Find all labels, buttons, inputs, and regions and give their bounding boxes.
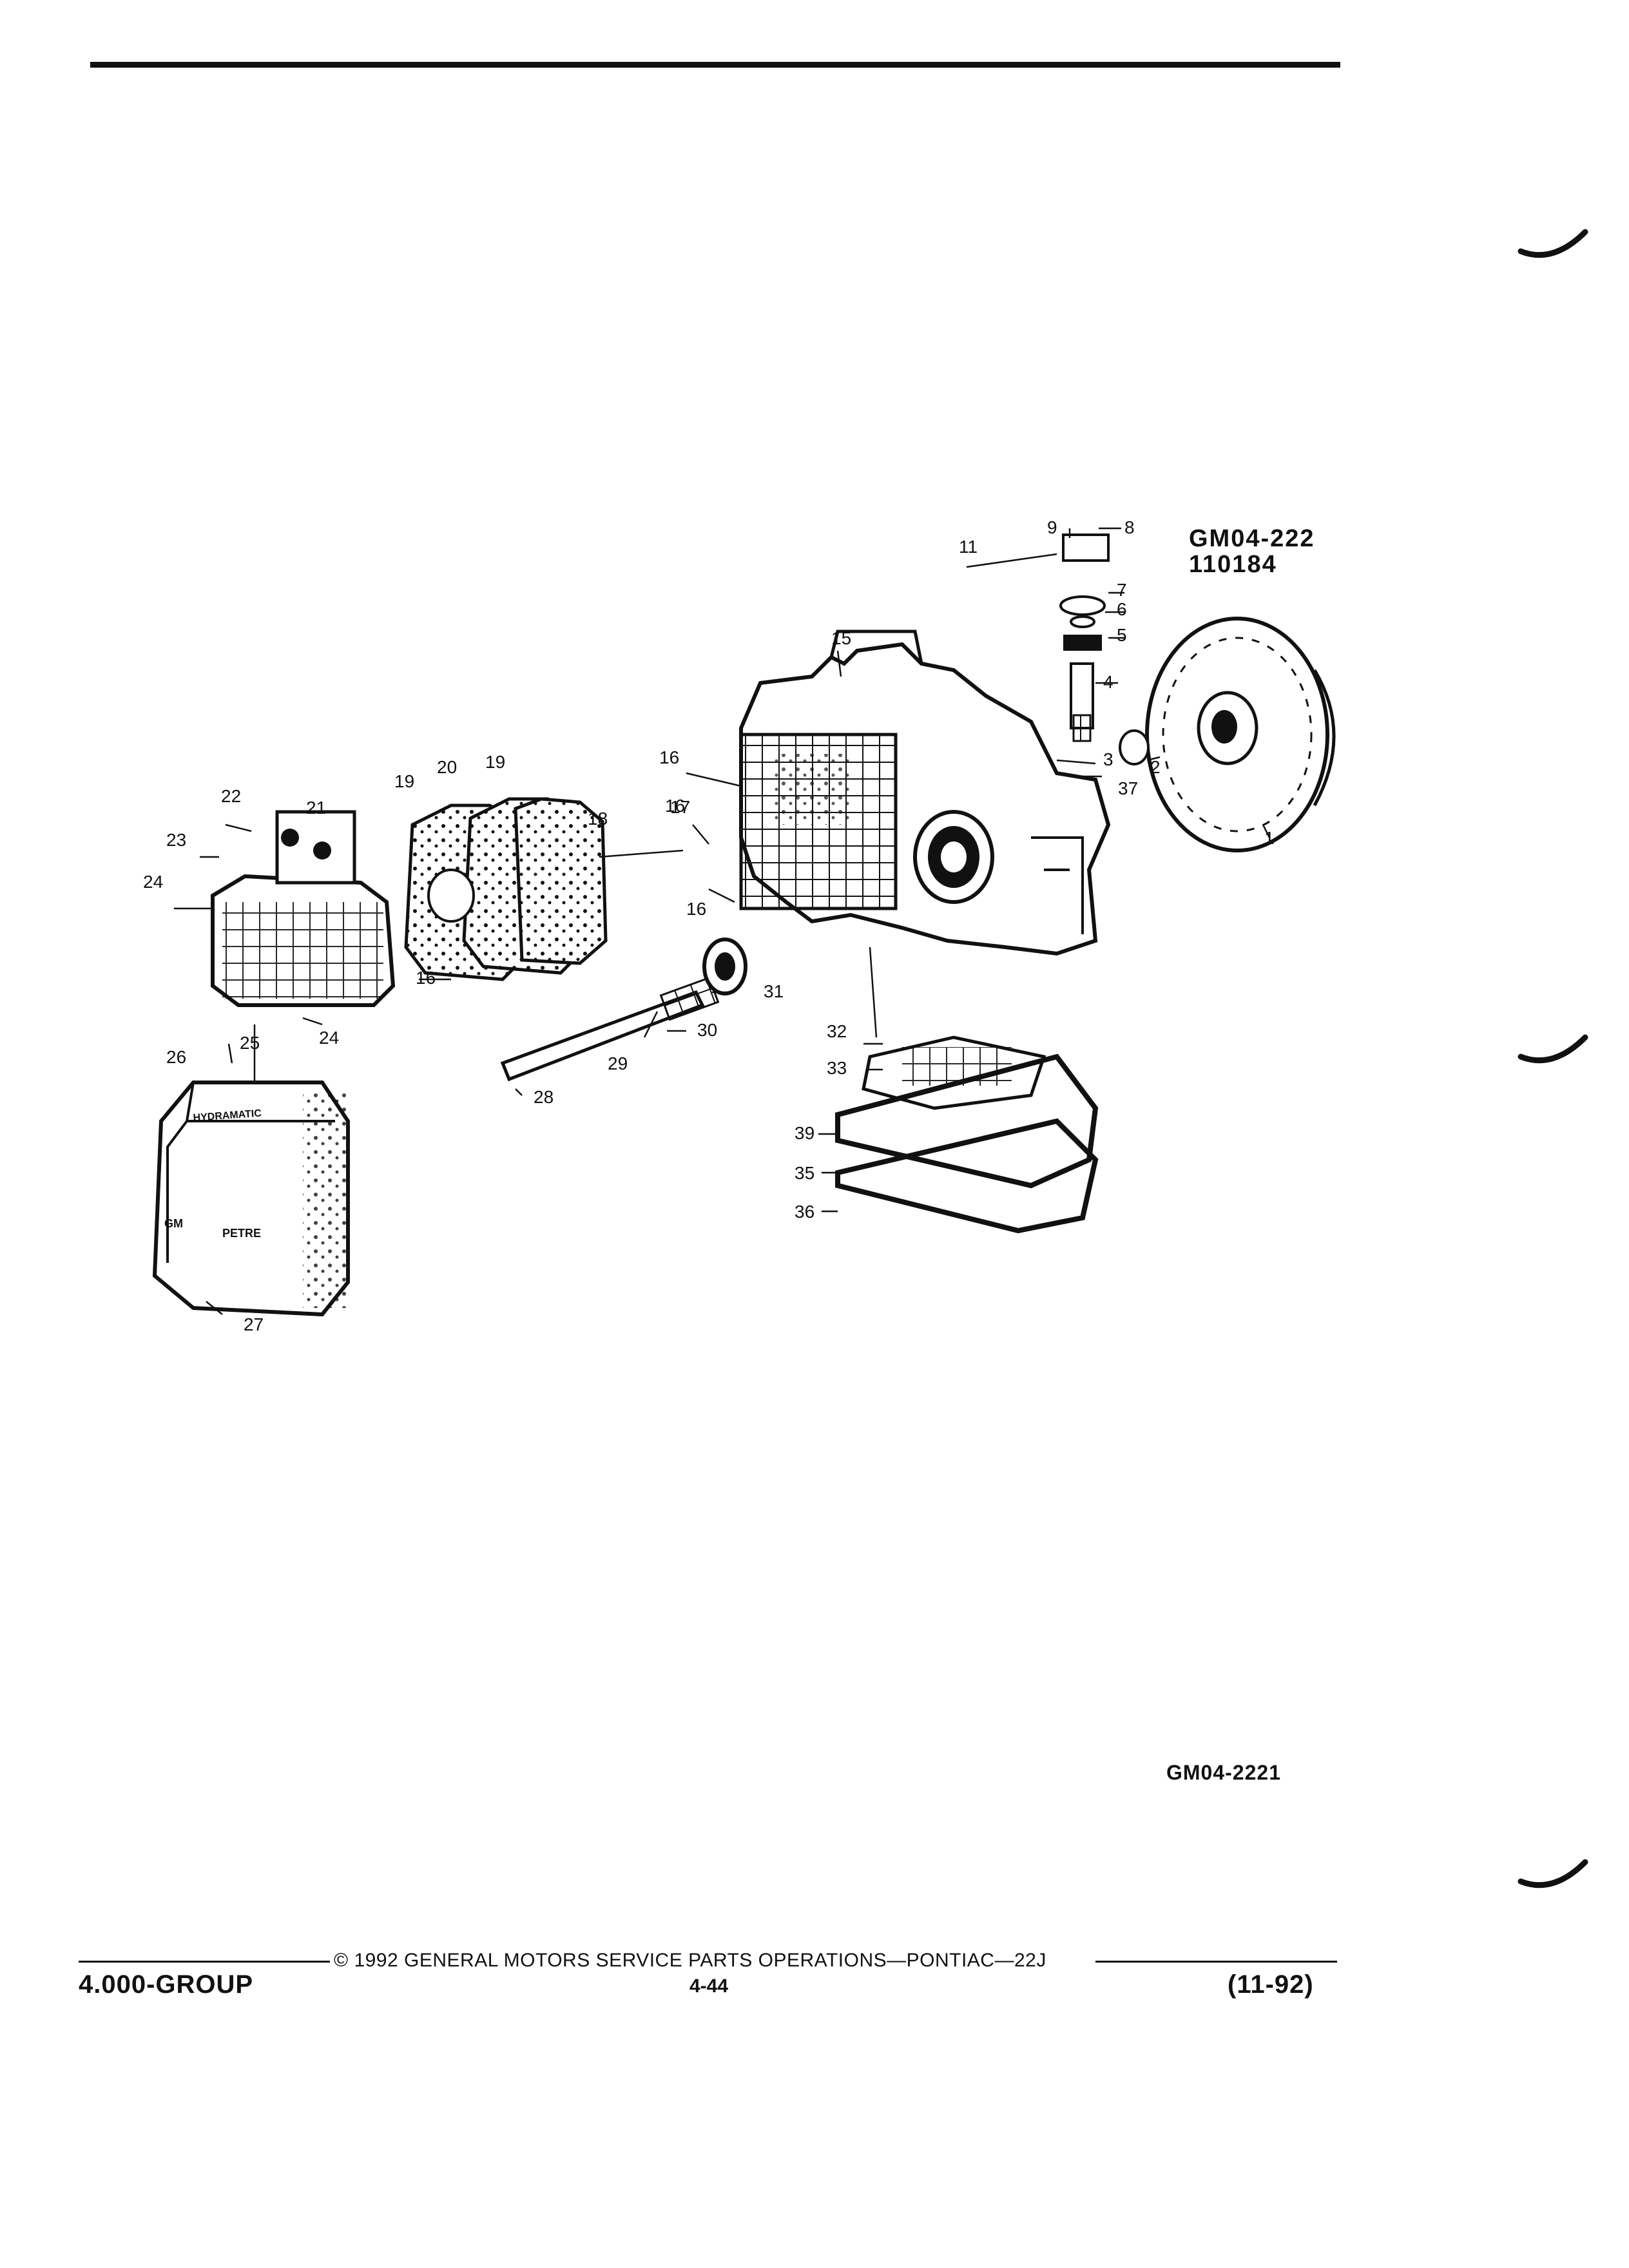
callout-21: 21: [306, 798, 326, 818]
callout-29: 29: [608, 1053, 628, 1073]
footer-group-label: 4.000-GROUP: [79, 1970, 254, 1999]
callout-16-a: 16: [659, 747, 679, 767]
spacer-plates-and-gaskets: [404, 797, 608, 981]
margin-mark-bottom: [1518, 1859, 1588, 1888]
leader-lines: [174, 527, 1271, 1315]
callout-8: 8: [1124, 517, 1135, 537]
footer-revision-date: (11-92): [1228, 1970, 1314, 1999]
oil-pan-label-petre: PETRE: [222, 1227, 261, 1240]
diagram-ref-code: GM04-222: [1189, 525, 1315, 552]
callout-16-d: 16: [416, 968, 436, 988]
callout-25: 25: [240, 1033, 260, 1053]
callout-16-b: 16: [686, 899, 706, 919]
callout-11: 11: [959, 537, 978, 557]
oil-pan: [152, 1081, 350, 1317]
callout-15: 15: [831, 628, 851, 648]
speedometer-driven-gear-stack: [1059, 533, 1150, 765]
footer-rule-right: [1095, 1961, 1337, 1963]
callout-28: 28: [534, 1087, 554, 1107]
callout-2: 2: [1150, 757, 1161, 777]
callout-22: 22: [221, 786, 241, 806]
margin-mark-middle: [1518, 1034, 1588, 1064]
output-shaft: [500, 976, 720, 1082]
footer-page-number: 4-44: [689, 1975, 729, 1997]
callout-30: 30: [697, 1020, 717, 1040]
callout-6: 6: [1117, 599, 1127, 619]
callout-5: 5: [1117, 625, 1127, 645]
oil-pan-label-gm: GM: [164, 1217, 183, 1230]
callout-24-b: 24: [319, 1028, 339, 1048]
callout-24-a: 24: [143, 872, 163, 892]
transmission-case: [739, 629, 1111, 956]
callout-35: 35: [795, 1163, 815, 1183]
callout-26: 26: [166, 1047, 186, 1067]
top-rule: [90, 62, 1340, 68]
callout-3: 3: [1103, 749, 1113, 769]
callout-19-b: 19: [485, 752, 505, 772]
callout-7: 7: [1117, 580, 1127, 600]
axle-seal: [702, 937, 747, 995]
footer-rule-left: [79, 1961, 330, 1963]
callout-4: 4: [1103, 672, 1113, 692]
callout-18: 18: [588, 809, 608, 829]
margin-mark-top: [1518, 229, 1588, 258]
filter-and-pan-gaskets: [835, 1035, 1099, 1234]
valve-body-assembly: [211, 810, 396, 1007]
callout-1: 1: [1264, 828, 1275, 848]
callout-33: 33: [827, 1058, 847, 1078]
callout-32: 32: [827, 1021, 847, 1041]
diagram-ref-date-code: 110184: [1189, 551, 1277, 578]
callout-37: 37: [1118, 778, 1138, 798]
callout-27: 27: [244, 1314, 264, 1334]
callout-31: 31: [764, 981, 784, 1001]
callout-17: 17: [670, 797, 690, 817]
callout-9: 9: [1047, 517, 1057, 537]
callout-36: 36: [795, 1202, 815, 1222]
callout-23: 23: [166, 830, 186, 850]
callout-20: 20: [437, 757, 457, 777]
callout-16-c: 16: [665, 796, 685, 816]
figure-code: GM04-2221: [1166, 1761, 1281, 1784]
torque-converter: [1145, 617, 1336, 852]
part-callouts: 1 2 3 4 5 6 7 8 9 11 15 16 16 16 17 18 1…: [143, 517, 1275, 1334]
callout-19-a: 19: [394, 771, 414, 791]
footer-copyright: © 1992 GENERAL MOTORS SERVICE PARTS OPER…: [334, 1950, 1046, 1971]
callout-39: 39: [795, 1123, 815, 1143]
